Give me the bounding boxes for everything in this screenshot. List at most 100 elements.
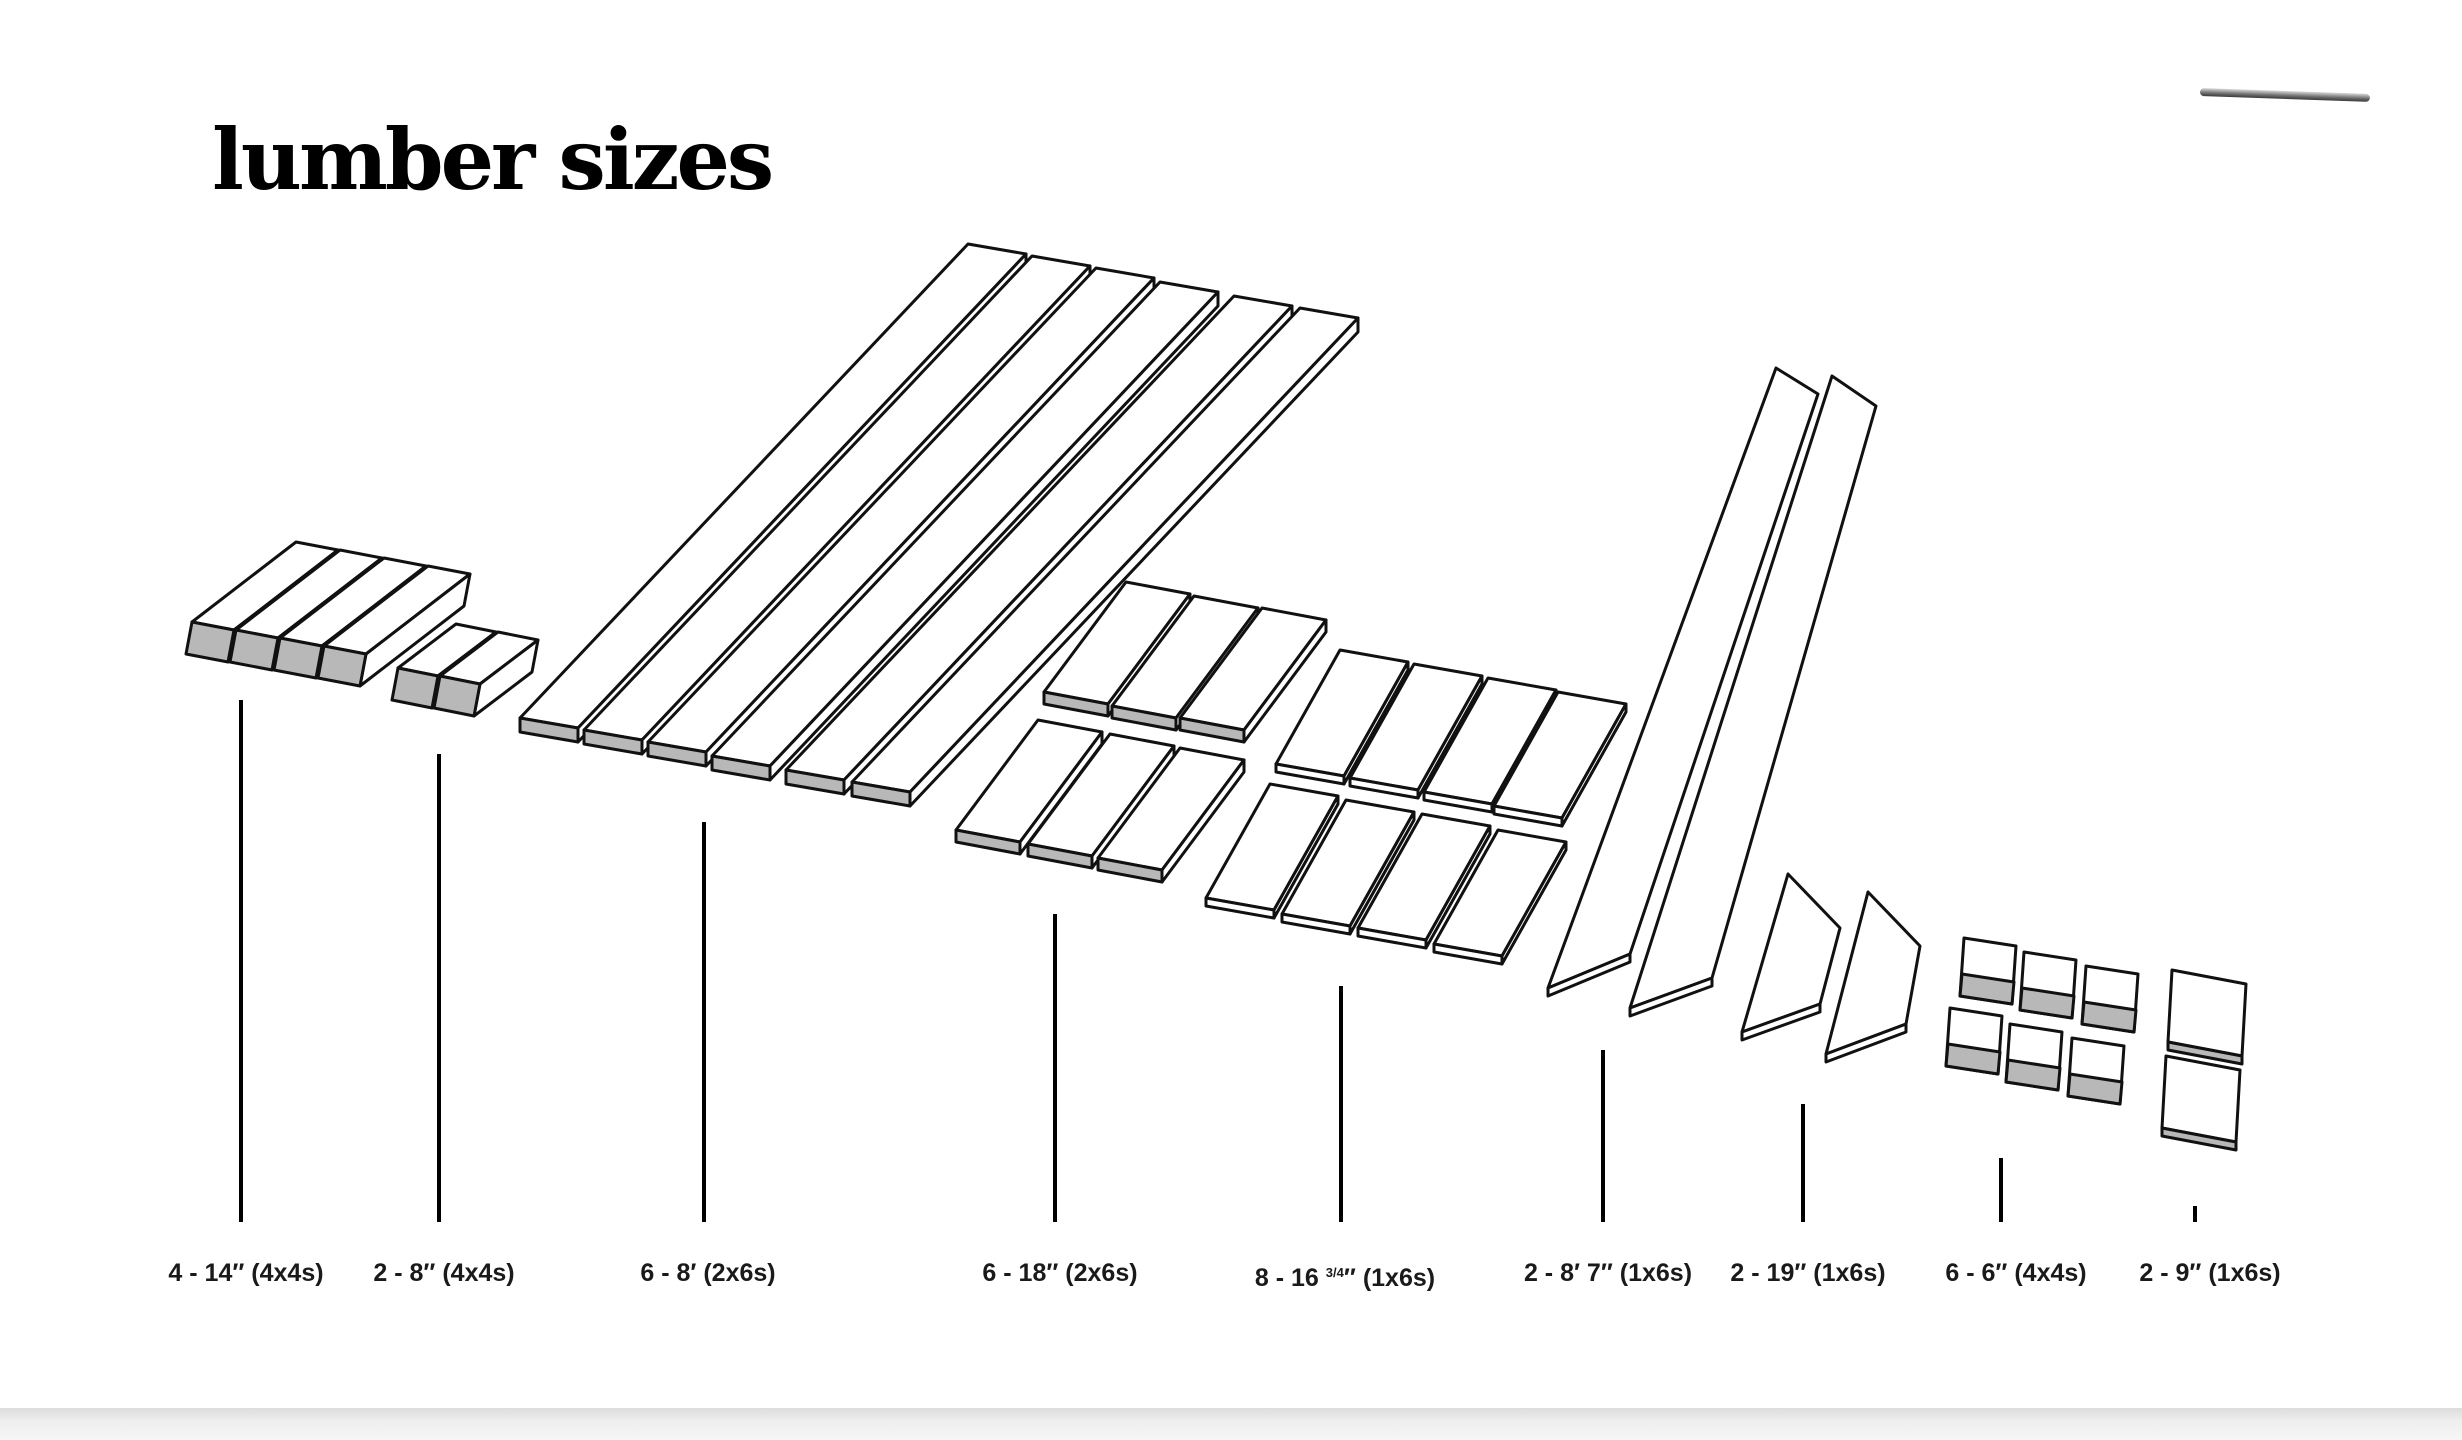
piece-2x6-8ft: [850, 306, 1360, 808]
board-side: [1416, 674, 1484, 800]
piece-1x6-16-3-4in: [1492, 690, 1628, 828]
piece-4x4-14in: [316, 564, 472, 688]
board-face: [1740, 872, 1842, 1034]
label-stock: (1x6s): [2208, 1259, 2281, 1287]
board-side: [1348, 810, 1416, 936]
board-edge: [2160, 1126, 2238, 1152]
board-side: [1560, 702, 1628, 828]
piece-end-grain: [272, 636, 324, 680]
piece-2x6-8ft: [710, 280, 1220, 782]
piece-1x6-16-3-4in: [1274, 648, 1410, 786]
slide-canvas: lumber sizes 4 - 14″ (4x4s) 2 - 8″ (4x4s…: [168, 88, 2371, 1292]
label-qty: 6: [640, 1259, 655, 1287]
label-2x6-8ft: 6 - 8′ (2x6s): [640, 1259, 776, 1287]
label-size: 16: [1291, 1264, 1319, 1292]
piece-1x6-19in: [1740, 872, 1842, 1042]
board-edge: [1628, 976, 1714, 1018]
piece-end-grain: [228, 628, 280, 672]
board-edge: [1824, 1022, 1908, 1064]
lumber-diagram: [184, 242, 2248, 1222]
label-stock: (4x4s): [2014, 1259, 2087, 1287]
piece-4x4-6in: [2080, 964, 2140, 1034]
page-title: lumber sizes: [212, 110, 774, 209]
label-size: 9″: [2175, 1259, 2202, 1287]
label-size: 14″: [204, 1259, 245, 1287]
piece-end-grain: [2004, 1058, 2062, 1092]
board-edge: [1740, 1002, 1822, 1042]
piece-1x6-19in: [1824, 890, 1922, 1064]
bottom-shadow-band: [0, 1408, 2462, 1440]
piece-end-grain: [390, 666, 440, 710]
piece-2x6-18in: [1178, 606, 1328, 744]
piece-end-grain: [316, 644, 368, 688]
label-1x6-9in: 2 - 9″ (1x6s): [2139, 1259, 2281, 1287]
label-stock: (2x6s): [703, 1259, 776, 1287]
piece-end-grain: [2018, 986, 2076, 1020]
piece-end-grain: [184, 620, 236, 664]
piece-1x6-9in: [2160, 1054, 2242, 1152]
label-stock: (2x6s): [1065, 1259, 1138, 1287]
label-size: 19″: [1766, 1259, 1807, 1287]
piece-4x4-6in: [1958, 936, 2018, 1006]
leader-lines: [239, 700, 2197, 1222]
label-qty: 2: [2139, 1259, 2154, 1287]
piece-1x6-16-3-4in: [1280, 798, 1416, 936]
piece-1x6-8ft-7in: [1628, 374, 1878, 1018]
piece-end-grain: [1944, 1042, 2002, 1076]
label-4x4-6in: 6 - 6″ (4x4s): [1945, 1259, 2087, 1287]
label-stock: (1x6s): [1619, 1259, 1693, 1287]
label-1x6-16-3-4in: 8 - 16 3/4″ (1x6s): [1254, 1264, 1436, 1292]
board-side: [1272, 794, 1340, 920]
piece-1x6-16-3-4in: [1432, 828, 1568, 966]
label-size: 8′ 7″: [1560, 1259, 1613, 1287]
piece-end-grain: [2080, 1000, 2138, 1034]
board-side: [1342, 660, 1410, 786]
piece-1x6-8ft-7in: [1546, 366, 1820, 998]
piece-1x6-16-3-4in: [1348, 662, 1484, 800]
label-size: 18″: [1018, 1259, 1059, 1287]
lumber-pieces: [184, 242, 2248, 1152]
label-stock: (4x4s): [442, 1259, 515, 1287]
label-size: 8″: [409, 1259, 436, 1287]
piece-4x4-6in: [1944, 1006, 2004, 1076]
board-side: [768, 290, 1220, 782]
piece-4x4-6in: [2018, 950, 2078, 1020]
label-size: 6″: [1981, 1259, 2008, 1287]
label-qty: 2: [1523, 1259, 1538, 1287]
piece-4x4-8in: [432, 630, 540, 718]
label-stock: (4x4s): [251, 1259, 324, 1287]
label-stock: (1x6s): [1362, 1264, 1436, 1292]
label-2x6-18in: 6 - 18″ (2x6s): [982, 1259, 1138, 1287]
board-side: [1242, 618, 1328, 744]
label-size-fraction: 3/4: [1325, 1265, 1344, 1280]
piece-2x6-18in: [954, 718, 1104, 856]
label-size-unit: ″: [1343, 1264, 1356, 1292]
piece-1x6-16-3-4in: [1204, 782, 1340, 920]
piece-end-grain: [2066, 1072, 2124, 1106]
piece-end-grain: [1958, 972, 2016, 1006]
piece-2x6-18in: [1096, 746, 1246, 884]
label-1x6-19in: 2 - 19″ (1x6s): [1730, 1259, 1886, 1287]
label-size: 8′: [676, 1259, 697, 1287]
piece-4x4-6in: [2066, 1036, 2126, 1106]
board-edge: [1546, 952, 1632, 998]
label-4x4-14in: 4 - 14″ (4x4s): [168, 1259, 324, 1287]
label-qty: 6: [1945, 1259, 1960, 1287]
board-side: [1160, 758, 1246, 884]
piece-4x4-6in: [2004, 1022, 2064, 1092]
label-qty: 2: [1730, 1259, 1745, 1287]
board-edge: [2166, 1040, 2244, 1066]
piece-end-grain: [432, 674, 482, 718]
label-qty: 2: [373, 1259, 388, 1287]
label-4x4-8in: 2 - 8″ (4x4s): [373, 1259, 515, 1287]
label-qty: 6: [982, 1259, 997, 1287]
board-side: [1424, 824, 1492, 950]
piece-1x6-16-3-4in: [1356, 812, 1492, 950]
label-qty: 8: [1254, 1264, 1269, 1292]
label-1x6-8ft-7in: 2 - 8′ 7″ (1x6s): [1523, 1259, 1693, 1287]
piece-1x6-9in: [2166, 968, 2248, 1066]
label-stock: (1x6s): [1813, 1259, 1886, 1287]
label-qty: 4: [168, 1259, 183, 1287]
board-side: [908, 316, 1360, 808]
board-side: [1500, 840, 1568, 966]
